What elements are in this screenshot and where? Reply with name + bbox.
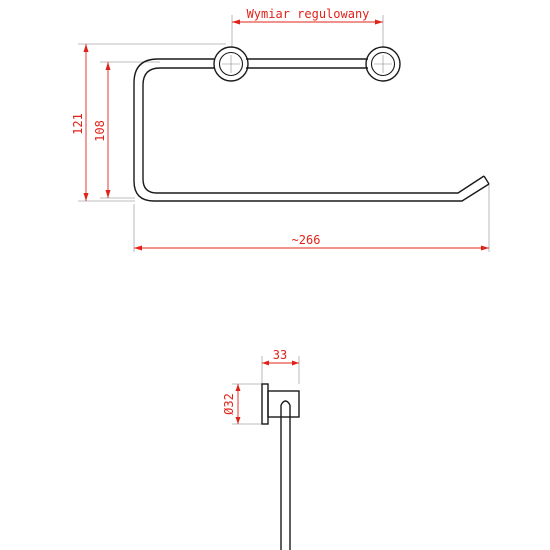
dimension-depth: 33 <box>262 348 299 366</box>
height-inner-label: 108 <box>93 120 107 142</box>
width-total-label: ~266 <box>292 233 321 247</box>
extension-lines-side <box>232 356 300 425</box>
dimension-width-total: ~266 <box>134 233 489 251</box>
dimension-height-inner: 108 <box>93 62 111 198</box>
dimension-adjustable: Wymiar regulowany <box>232 7 383 25</box>
height-outer-label: 121 <box>71 113 85 135</box>
side-arm <box>280 400 291 550</box>
depth-label: 33 <box>273 348 287 362</box>
side-rosette <box>261 383 300 425</box>
front-view: Wymiar regulowany 121 108 ~266 <box>71 7 490 252</box>
dimension-height-outer: 121 <box>71 44 89 201</box>
side-view: 33 Ø32 <box>222 348 300 550</box>
paper-holder-rod <box>133 58 490 202</box>
diameter-label: Ø32 <box>222 393 236 415</box>
extension-lines-front <box>78 15 490 252</box>
right-rosette <box>365 46 401 82</box>
dimension-diameter: Ø32 <box>222 384 241 424</box>
left-rosette <box>213 46 249 82</box>
adjustable-dimension-label: Wymiar regulowany <box>247 7 370 21</box>
